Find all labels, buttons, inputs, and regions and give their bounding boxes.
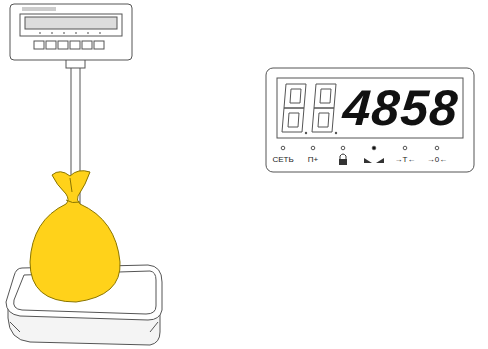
- weight-readout: 4858: [341, 83, 460, 133]
- scale-head: [10, 4, 132, 60]
- lock-icon: [339, 154, 347, 165]
- indicator-label: СЕТЬ: [272, 156, 293, 164]
- display-panel: [266, 68, 474, 172]
- bag: [30, 171, 120, 302]
- indicator-label: →T←: [395, 156, 416, 164]
- stability-icon: [364, 158, 384, 163]
- indicator-label: П+: [308, 156, 318, 164]
- indicator-label: →0←: [427, 156, 447, 164]
